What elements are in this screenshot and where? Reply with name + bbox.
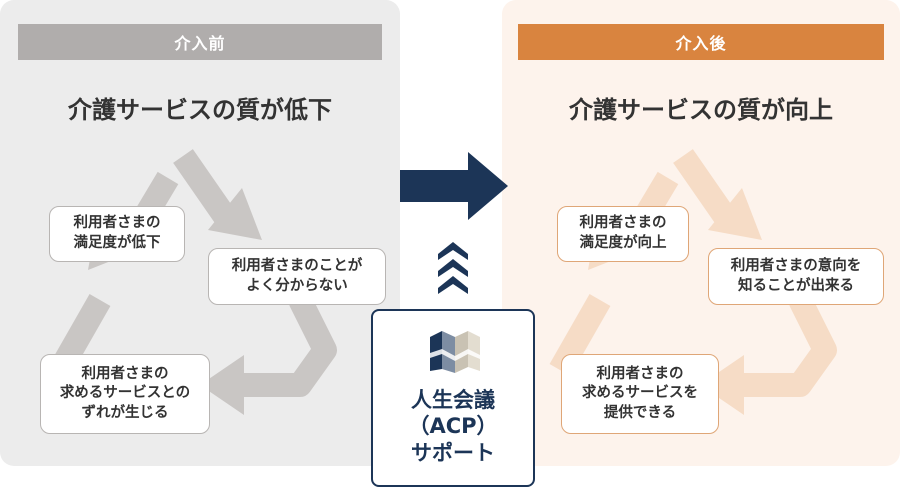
after-heading: 介護サービスの質が向上 (569, 96, 833, 124)
after-arrow-right-lower (736, 294, 837, 397)
before-tag: 介入前 (18, 24, 382, 60)
before-heading: 介護サービスの質が低下 (68, 96, 332, 124)
before-arrowhead-left (200, 355, 244, 415)
before-panel: 介入前 介護サービスの質が低下 利用者さまの 満足度が低下 利用者さまのことが … (0, 0, 400, 466)
before-arrow-right-upper (173, 149, 236, 225)
after-note-intent: 利用者さまの意向を 知ることが出来る (708, 248, 884, 305)
before-note-mismatch: 利用者さまの 求めるサービスとの ずれが生じる (40, 354, 210, 434)
before-note-understanding: 利用者さまのことが よく分からない (208, 248, 386, 305)
after-tag: 介入後 (518, 24, 884, 60)
after-panel: 介入後 介護サービスの質が向上 利用者さまの 満足度が向上 利用者さまの意向を … (502, 0, 900, 466)
acp-support-title: 人生会議 （ACP） サポート (408, 388, 498, 465)
chevron-up-stack-icon (438, 242, 468, 294)
after-note-service: 利用者さまの 求めるサービスを 提供できる (561, 354, 719, 434)
before-arrowhead-right (208, 188, 262, 240)
transition-arrow (400, 152, 508, 220)
before-note-satisfaction: 利用者さまの 満足度が低下 (49, 206, 185, 262)
after-arrowhead-right (708, 188, 762, 240)
acp-support-box: 人生会議 （ACP） サポート (371, 309, 535, 487)
map-icon (430, 331, 480, 373)
after-arrowhead-left (700, 355, 744, 415)
after-note-satisfaction: 利用者さまの 満足度が向上 (557, 206, 689, 262)
before-arrow-right-lower (236, 294, 337, 397)
after-arrow-right-upper (673, 149, 736, 225)
